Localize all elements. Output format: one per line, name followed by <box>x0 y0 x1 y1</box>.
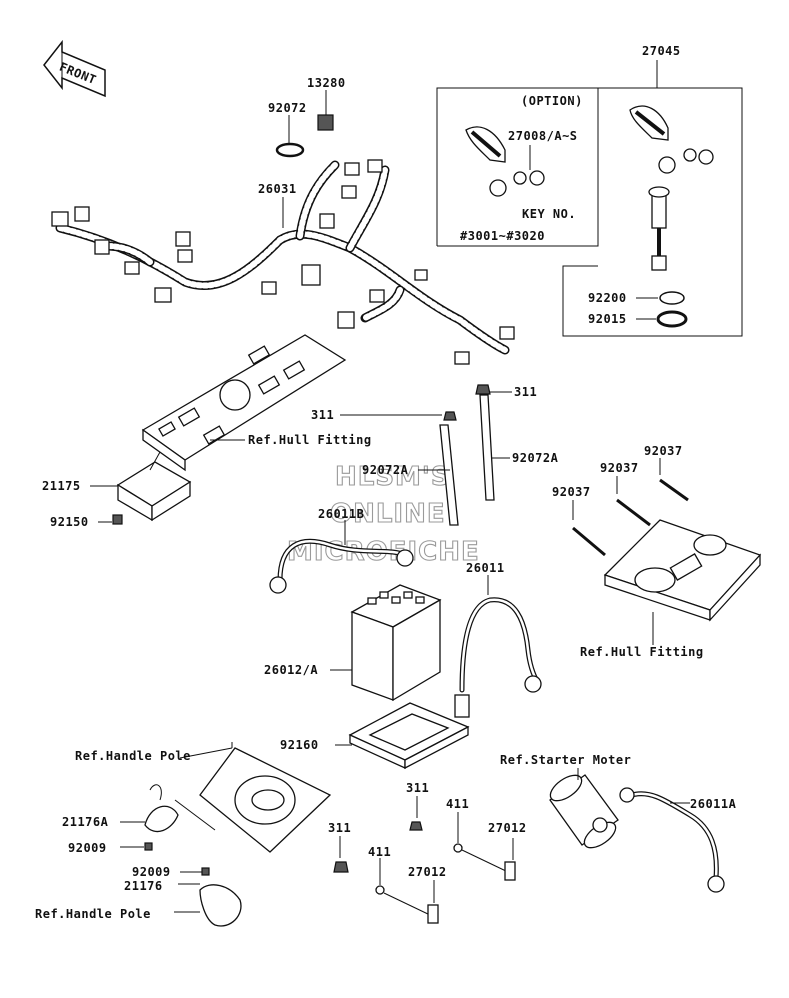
part-26012: 26012/A <box>264 663 318 677</box>
part-92009-b: 92009 <box>132 865 171 879</box>
part-21176: 21176 <box>124 879 163 893</box>
part-27045: 27045 <box>642 44 681 58</box>
part-26031: 26031 <box>258 182 297 196</box>
part-92200: 92200 <box>588 291 627 305</box>
key-option <box>465 126 545 197</box>
part-92037-a: 92037 <box>644 444 683 458</box>
cable-26011a <box>619 787 725 893</box>
part-411-a: 411 <box>446 797 469 811</box>
front-arrow-icon: FRONT <box>43 39 106 98</box>
cable-26011b <box>269 520 414 594</box>
part-311-c: 311 <box>406 781 429 795</box>
cable-26011 <box>454 575 542 718</box>
part-92072: 92072 <box>268 101 307 115</box>
key-no-label: KEY NO. <box>522 207 576 221</box>
bolts-92037 <box>572 458 689 557</box>
control-box <box>90 451 192 525</box>
part-411-b: 411 <box>368 845 391 859</box>
part-26011a: 26011A <box>690 797 737 811</box>
part-92037-b: 92037 <box>600 461 639 475</box>
hull-panel-upper <box>141 334 347 472</box>
part-92037-c: 92037 <box>552 485 591 499</box>
option-box: (OPTION) KEY NO. #3001~#3020 <box>436 87 599 247</box>
part-311-b: 311 <box>514 385 537 399</box>
watermark-line-2: ONLINE <box>330 499 446 529</box>
key-main <box>629 105 714 328</box>
ref-hull-fitting-2: Ref.Hull Fitting <box>580 645 704 659</box>
hardware-bottom <box>333 796 516 924</box>
part-27012-b: 27012 <box>408 865 447 879</box>
part-21176a: 21176A <box>62 815 109 829</box>
part-92072a-2: 92072A <box>512 451 559 465</box>
part-311-d: 311 <box>328 821 351 835</box>
key-range-label: #3001~#3020 <box>460 229 545 243</box>
part-26011: 26011 <box>466 561 505 575</box>
part-92160: 92160 <box>280 738 319 752</box>
watermark-line-1: HLSM'S <box>335 462 451 492</box>
part-27012-a: 27012 <box>488 821 527 835</box>
part-92150: 92150 <box>50 515 89 529</box>
battery <box>330 584 442 702</box>
ref-handle-pole-2: Ref.Handle Pole <box>35 907 151 921</box>
ignition-box <box>562 60 743 337</box>
watermark: HLSM'S ONLINE MICROFICHE <box>286 461 479 567</box>
battery-tray <box>335 702 470 770</box>
band-92072 <box>275 115 305 158</box>
part-92072a-1: 92072A <box>362 463 409 477</box>
part-27008: 27008/A~S <box>508 129 578 143</box>
option-title: (OPTION) <box>521 94 583 108</box>
handle-pole-base <box>174 742 332 853</box>
starter-motor <box>549 768 619 849</box>
label-tag <box>317 90 334 131</box>
part-26011b: 26011B <box>318 507 364 521</box>
ref-handle-pole-1: Ref.Handle Pole <box>75 749 191 763</box>
hull-panel-right <box>603 519 762 645</box>
battery-straps <box>340 384 512 526</box>
part-13280: 13280 <box>307 76 346 90</box>
part-21175: 21175 <box>42 479 81 493</box>
wire-harness <box>51 159 515 365</box>
ring-21176 <box>174 867 242 927</box>
sensor-21176a <box>120 784 179 851</box>
ref-starter-motor: Ref.Starter Moter <box>500 753 631 767</box>
part-92009-a: 92009 <box>68 841 107 855</box>
ref-hull-fitting-1: Ref.Hull Fitting <box>248 433 372 447</box>
part-311-a: 311 <box>311 408 334 422</box>
part-92015: 92015 <box>588 312 627 326</box>
